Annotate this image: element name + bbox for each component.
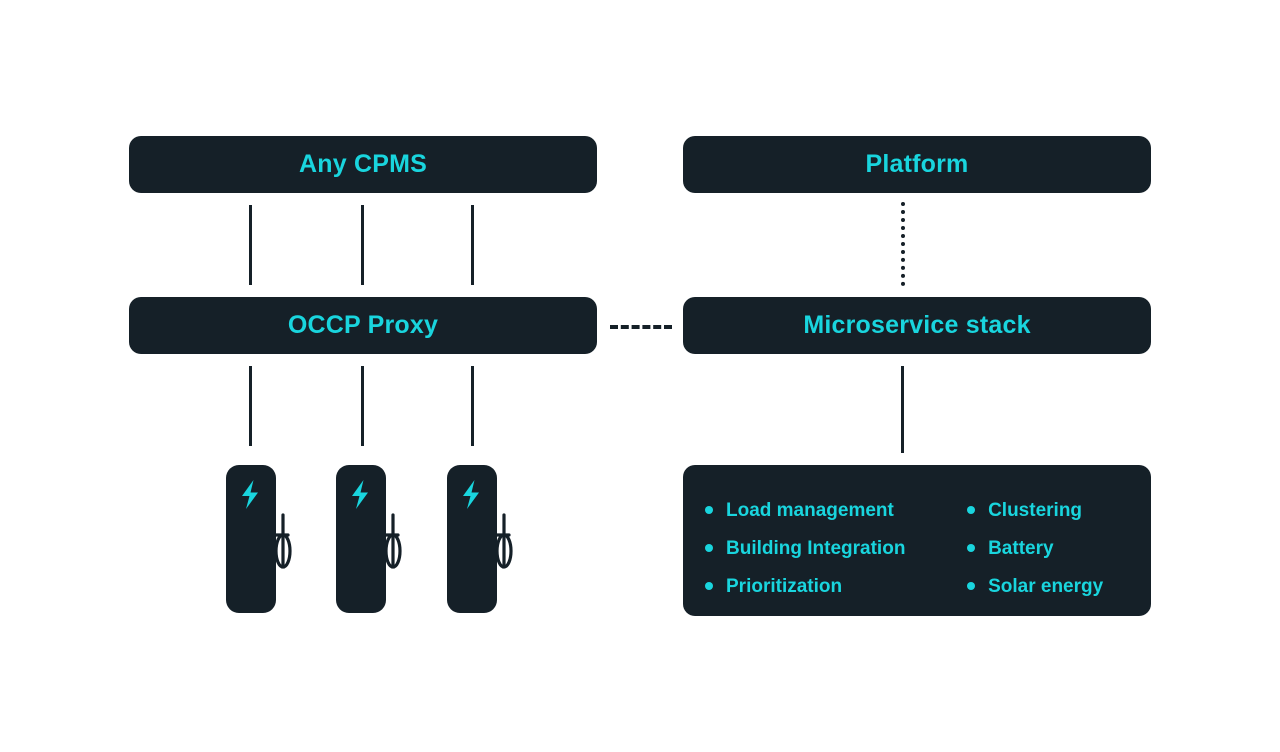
node-platform-label: Platform	[865, 150, 969, 178]
node-any-cpms-label: Any CPMS	[298, 150, 427, 178]
connector-proxy-to-charger-3	[471, 366, 474, 446]
node-any-cpms: Any CPMS	[129, 136, 597, 193]
feature-item: Solar energy	[967, 567, 1151, 605]
lightning-bolt-icon	[242, 480, 258, 509]
node-occp-proxy: OCCP Proxy	[129, 297, 597, 354]
feature-label: Solar energy	[988, 575, 1104, 597]
charger-nozzle-icon	[495, 533, 513, 569]
node-microservice-stack-label: Microservice stack	[803, 311, 1031, 339]
node-microservice-stack: Microservice stack	[683, 297, 1151, 354]
ev-charger-1	[226, 465, 308, 613]
connector-proxy-to-charger-1	[249, 366, 252, 446]
lightning-bolt-icon	[352, 480, 368, 509]
feature-label: Prioritization	[726, 575, 843, 597]
feature-label: Clustering	[988, 499, 1083, 521]
ev-charger-2	[336, 465, 418, 613]
ev-charger-3	[447, 465, 529, 613]
bullet-icon	[705, 582, 713, 590]
connector-cpms-to-proxy-1	[249, 205, 252, 285]
connector-cpms-to-proxy-2	[361, 205, 364, 285]
feature-item: Battery	[967, 529, 1151, 567]
feature-item: Prioritization	[705, 567, 967, 605]
features-columns: Load management Building Integration Pri…	[683, 491, 1151, 605]
feature-item: Building Integration	[705, 529, 967, 567]
feature-label: Battery	[988, 537, 1054, 559]
bullet-icon	[705, 544, 713, 552]
connector-microservice-to-features	[901, 366, 904, 453]
features-column-left: Load management Building Integration Pri…	[683, 491, 967, 605]
feature-label: Building Integration	[726, 537, 906, 559]
ev-charger-icon	[447, 465, 513, 613]
feature-label: Load management	[726, 499, 894, 521]
feature-item: Load management	[705, 491, 967, 529]
bullet-icon	[967, 506, 976, 514]
lightning-bolt-icon	[463, 480, 479, 509]
bullet-icon	[967, 582, 976, 590]
charger-nozzle-icon	[274, 533, 292, 569]
node-platform: Platform	[683, 136, 1151, 193]
feature-item: Clustering	[967, 491, 1151, 529]
charger-nozzle-icon	[384, 533, 402, 569]
features-column-right: Clustering Battery Solar energy	[967, 491, 1151, 605]
connector-proxy-to-charger-2	[361, 366, 364, 446]
connector-cpms-to-proxy-3	[471, 205, 474, 285]
bullet-icon	[705, 506, 713, 514]
connector-proxy-to-microservice	[610, 325, 672, 329]
connector-platform-to-microservice	[901, 202, 905, 286]
ev-charger-icon	[226, 465, 292, 613]
bullet-icon	[967, 544, 976, 552]
node-occp-proxy-label: OCCP Proxy	[287, 311, 439, 339]
features-panel: Load management Building Integration Pri…	[683, 465, 1151, 616]
ev-charger-icon	[336, 465, 402, 613]
